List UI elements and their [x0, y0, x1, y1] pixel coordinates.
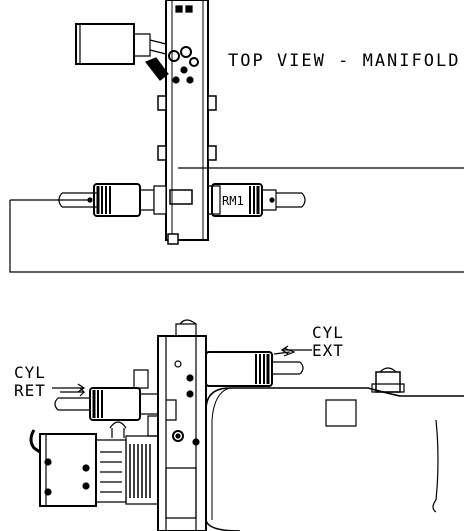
top-view: TOP VIEW - MANIFOLD RM1: [10, 0, 464, 272]
cyl-ret-cartridge: [55, 370, 158, 420]
cyl-ext-label-line1: CYL: [312, 323, 344, 342]
right-cartridge-valve: [208, 184, 305, 216]
manifold-block: [158, 0, 216, 244]
cyl-ext-label-line2: EXT: [312, 341, 344, 360]
reservoir-tank: [206, 368, 464, 531]
base-plate-outline: [10, 168, 464, 272]
cyl-ret-label-line1: CYL: [14, 363, 46, 382]
cyl-ext-leader: [282, 346, 312, 354]
valve-label-rm1: RM1: [222, 194, 244, 208]
left-cartridge-valve: [59, 184, 166, 216]
pump-motor: [31, 416, 158, 506]
side-manifold-block: [158, 320, 206, 531]
top-view-title: TOP VIEW - MANIFOLD: [228, 51, 460, 71]
cyl-ret-leader: [52, 384, 84, 392]
cyl-ext-cartridge: [206, 348, 303, 386]
solenoid-box: [76, 24, 168, 80]
cyl-ret-label-line2: RET: [14, 381, 46, 400]
side-view: CYL RET CYL EXT: [14, 320, 464, 531]
